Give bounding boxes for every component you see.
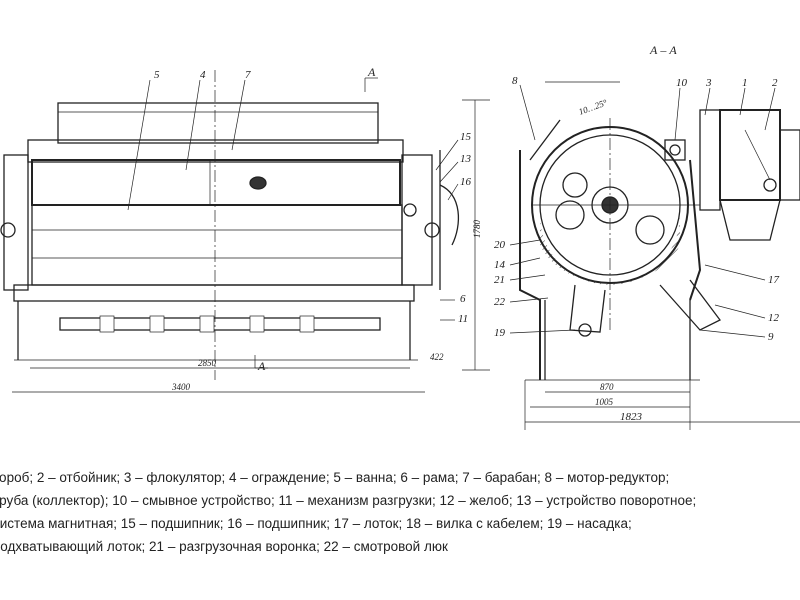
tank-upper (31, 159, 401, 206)
dim-side-overall: 1823 (620, 411, 643, 423)
dim-front-overall: 3400 (171, 382, 191, 392)
dim-side-inner: 870 (600, 382, 614, 392)
label-7: 7 (245, 69, 251, 81)
section-mark-top: А (367, 65, 376, 79)
technical-drawing: 5 4 7 15 13 16 6 11 А А 2850 3400 1780 4… (0, 43, 800, 430)
legend-line-1: короб; 2 – отбойник; 3 – флокулятор; 4 –… (0, 470, 670, 485)
label-11: 11 (458, 313, 468, 325)
legend-line-3: система магнитная; 15 – подшипник; 16 – … (0, 516, 632, 531)
legend-line-2: труба (коллектор); 10 – смывное устройст… (0, 493, 697, 508)
flocculator (699, 109, 721, 211)
legend-line-4: подхватывающий лоток; 21 – разгрузочная … (0, 539, 448, 554)
label-12: 12 (768, 312, 780, 324)
label-9: 9 (768, 331, 774, 343)
left-bearing (3, 154, 29, 291)
label-5: 5 (154, 69, 160, 81)
top-housing (57, 102, 379, 144)
label-14: 14 (494, 259, 506, 271)
label-17: 17 (768, 274, 780, 286)
section-title: А – А (649, 43, 677, 57)
dim-front-width: 2850 (198, 358, 217, 368)
label-3: 3 (705, 77, 712, 89)
label-22: 22 (494, 296, 506, 308)
label-10: 10 (676, 77, 688, 89)
label-21: 21 (494, 274, 505, 286)
section-view (509, 81, 800, 430)
motor (664, 139, 686, 161)
guard (27, 139, 404, 163)
label-19: 19 (494, 327, 506, 339)
box (719, 109, 781, 201)
label-8: 8 (512, 75, 518, 87)
label-20: 20 (494, 239, 506, 251)
front-view (0, 70, 490, 393)
legend: короб; 2 – отбойник; 3 – флокулятор; 4 –… (0, 466, 800, 558)
label-6: 6 (460, 293, 466, 305)
tank-lower (31, 204, 403, 286)
dim-front-small: 422 (430, 352, 444, 362)
label-16: 16 (460, 176, 472, 188)
frame (13, 284, 415, 302)
label-15: 15 (460, 131, 472, 143)
dim-front-height: 1780 (472, 220, 482, 239)
dim-side-angle: 10…25° (577, 97, 609, 117)
label-1: 1 (742, 77, 748, 89)
discharge-shaft (59, 317, 381, 331)
right-bearing (401, 154, 433, 286)
section-mark-bottom: А (257, 359, 266, 373)
label-2: 2 (772, 77, 778, 89)
label-13: 13 (460, 153, 472, 165)
label-4: 4 (200, 69, 206, 81)
dim-side-mid: 1005 (595, 397, 614, 407)
